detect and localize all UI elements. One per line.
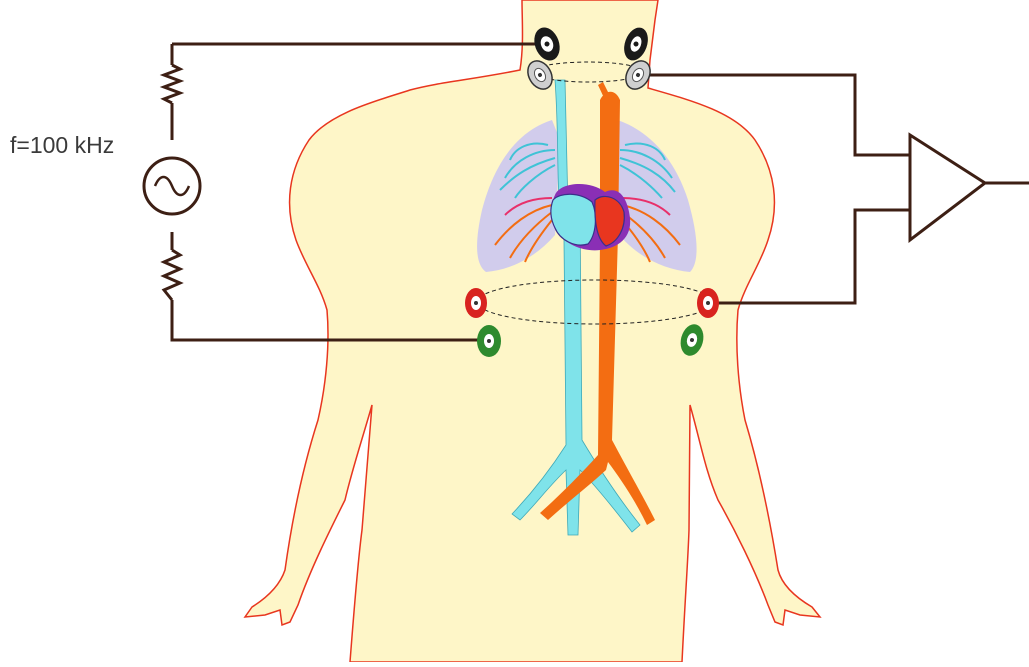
ac-source-icon xyxy=(144,158,200,214)
resistor-bottom xyxy=(164,250,180,300)
resistor-top xyxy=(164,65,180,103)
electrode-torso-sense-left xyxy=(697,288,719,318)
electrode-torso-current-right xyxy=(477,325,501,357)
source-frequency-label: f=100 kHz xyxy=(10,132,114,159)
electrode-torso-sense-right xyxy=(465,288,487,318)
amplifier-triangle-icon xyxy=(910,135,985,240)
body-silhouette xyxy=(245,0,820,662)
body-outline xyxy=(245,0,820,662)
